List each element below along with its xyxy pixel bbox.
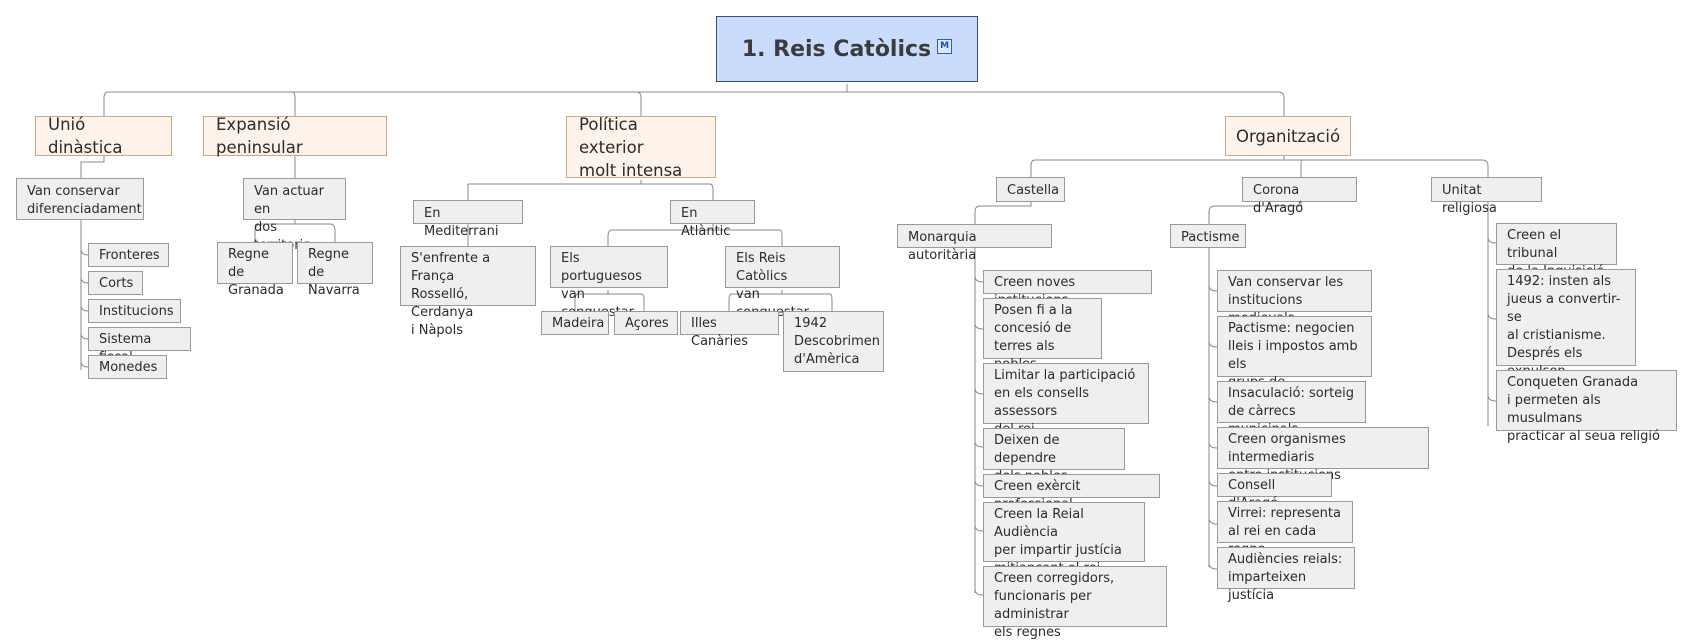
subtopic-en-mediterrani[interactable]: En Mediterrani — [413, 200, 523, 239]
central-topic[interactable]: 1. Reis Catòlics M — [716, 16, 978, 82]
item-audiencies-reials[interactable]: Audiències reials: imparteixen justícia — [1217, 547, 1355, 603]
map-marker-icon[interactable]: M — [937, 38, 953, 54]
item-regne-granada[interactable]: Regne de Granada — [217, 242, 293, 298]
item-sistema-fiscal[interactable]: Sistema fiscal — [88, 327, 191, 365]
item-virrei[interactable]: Virrei: representa al rei en cada regne — [1217, 501, 1353, 557]
item-insaculacio[interactable]: Insaculació: sorteig de càrrecs municipa… — [1217, 381, 1366, 437]
item-regne-navarra[interactable]: Regne de Navarra — [297, 242, 373, 298]
item-creen-corregidors[interactable]: Creen corregidors, funcionaris per admin… — [983, 566, 1167, 640]
subtopic-monarquia-autoritaria[interactable]: Monarquia autoritària — [897, 224, 1052, 263]
item-posen-fi-concesio[interactable]: Posen fi a la concesió de terres als nob… — [983, 298, 1102, 372]
item-descobriment-america[interactable]: 1942 Descobrimen d'Amèrica — [783, 311, 884, 372]
item-conservar-institucions[interactable]: Van conservar les institucions medievals — [1217, 270, 1372, 326]
central-topic-label: 1. Reis Catòlics — [741, 36, 932, 62]
item-pactisme-negocien[interactable]: Pactisme: negocien lleis i impostos amb … — [1217, 316, 1372, 408]
item-acores[interactable]: Açores — [614, 311, 678, 335]
subtopic-unitat-religiosa[interactable]: Unitat religiosa — [1431, 177, 1542, 216]
item-1492-jueus[interactable]: 1492: insten als jueus a convertir-se al… — [1496, 269, 1636, 379]
item-monedes[interactable]: Monedes — [88, 355, 167, 379]
topic-expansio-peninsular[interactable]: Expansió peninsular — [203, 115, 387, 157]
item-senfrente-franca[interactable]: S'enfrente a França Rosselló, Cerdanya i… — [400, 246, 536, 338]
item-limitar-participacio[interactable]: Limitar la participació en els consells … — [983, 363, 1149, 437]
item-institucions[interactable]: Institucions — [88, 299, 181, 323]
item-madeira[interactable]: Madeira — [541, 311, 609, 335]
subtopic-portuguesos[interactable]: Els portuguesos van conquestar — [550, 246, 668, 320]
subtopic-van-conservar[interactable]: Van conservar diferenciadament — [16, 178, 144, 220]
item-deixen-dependre[interactable]: Deixen de dependre dels nobles — [983, 428, 1125, 484]
subtopic-corona-arago[interactable]: Corona d'Aragó — [1242, 177, 1357, 216]
item-tribunal-inquisicio[interactable]: Creen el tribunal de la Inquisició — [1496, 223, 1617, 279]
item-fronteres[interactable]: Fronteres — [88, 243, 169, 267]
topic-unio-dinastica[interactable]: Unió dinàstica — [35, 115, 172, 157]
subtopic-reis-catolics[interactable]: Els Reis Catòlics van conquestar — [725, 246, 840, 320]
topic-organitzacio[interactable]: Organització — [1225, 116, 1351, 156]
item-organismes-intermediaris[interactable]: Creen organismes intermediaris entre ins… — [1217, 427, 1429, 483]
topic-politica-exterior[interactable]: Política exterior molt intensa — [566, 115, 716, 180]
subtopic-en-atlantic[interactable]: En Atlàntic — [670, 200, 755, 239]
item-creen-noves-institucions[interactable]: Creen noves institucions — [983, 270, 1152, 308]
subtopic-castella[interactable]: Castella — [996, 177, 1065, 202]
item-corts[interactable]: Corts — [88, 271, 143, 295]
item-reial-audiencia[interactable]: Creen la Reial Audiència per impartir ju… — [983, 502, 1145, 576]
subtopic-van-actuar[interactable]: Van actuar en dos territoris — [243, 178, 346, 253]
item-consell-arago[interactable]: Consell d'Aragó — [1217, 473, 1332, 511]
item-creen-exercit[interactable]: Creen exèrcit professional — [983, 474, 1160, 512]
item-illes-canaries[interactable]: Illes Canàries — [680, 311, 779, 349]
subtopic-pactisme[interactable]: Pactisme — [1170, 224, 1246, 248]
item-conqueten-granada[interactable]: Conqueten Granada i permeten als musulma… — [1496, 370, 1677, 444]
